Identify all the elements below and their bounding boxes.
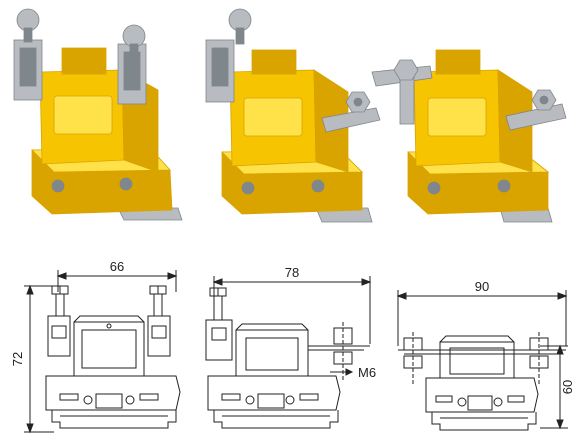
- label-window: [243, 97, 303, 137]
- arrow: [167, 272, 178, 280]
- base-screw-1: [241, 181, 255, 195]
- base-screw-2: [497, 179, 511, 193]
- arrow: [56, 272, 67, 280]
- base-slot: [139, 393, 159, 401]
- clamp-right-inner: [123, 51, 141, 91]
- base-slot: [299, 393, 319, 401]
- base-hole: [125, 395, 135, 405]
- label-window: [427, 97, 487, 137]
- drawing-middle: [205, 276, 372, 429]
- clamp-left-inner: [211, 47, 229, 87]
- base-slot: [221, 393, 241, 401]
- base-block: [95, 393, 123, 409]
- centre-mark: [106, 323, 112, 329]
- stud-nut-left: [393, 59, 419, 81]
- body: [439, 341, 515, 379]
- arrow: [212, 278, 223, 286]
- base-screw-2: [119, 177, 133, 191]
- right-width-label: 90: [475, 279, 489, 294]
- din-rail: [51, 410, 177, 429]
- screw-shank-right: [153, 293, 163, 317]
- arrow: [557, 292, 568, 300]
- arrow: [26, 284, 34, 295]
- middle-width-label: 78: [285, 265, 299, 280]
- body-inner: [449, 347, 505, 375]
- drawing-left: [24, 270, 181, 434]
- photo-row: [13, 8, 567, 223]
- body-top: [235, 323, 309, 331]
- base-block: [257, 393, 285, 409]
- base: [425, 377, 539, 413]
- arrow: [26, 423, 34, 434]
- base-screw-1: [427, 181, 441, 195]
- middle-stud-label: M6: [358, 365, 376, 380]
- base-hole: [83, 395, 93, 405]
- base-hole: [245, 395, 255, 405]
- screw-left-shank: [235, 27, 245, 45]
- clamp-left-inner: [19, 47, 37, 87]
- screw-shank-left: [55, 293, 65, 317]
- stud-nut-hole: [353, 97, 363, 107]
- arrow: [345, 368, 354, 376]
- label-window: [53, 95, 113, 135]
- clamp-left: [47, 315, 71, 357]
- base-screw-2: [311, 179, 325, 193]
- terminal-block-photo-2: [205, 8, 381, 223]
- top-cap: [61, 47, 107, 75]
- base: [207, 375, 341, 411]
- clamp-left-inner: [211, 327, 227, 341]
- left-height-label: 72: [10, 352, 25, 366]
- clamp-right: [147, 315, 171, 357]
- base-screw-1: [51, 179, 65, 193]
- body: [235, 329, 309, 377]
- base-hole: [493, 397, 503, 407]
- dimension-labels: 66 72 78 M6 90 60: [10, 259, 575, 394]
- screw-shank: [213, 295, 223, 321]
- base-slot: [435, 395, 453, 403]
- arrow: [556, 419, 564, 430]
- stud-post-left: [399, 73, 415, 125]
- body-top: [73, 315, 145, 323]
- base-block: [467, 395, 493, 411]
- din-rail: [213, 410, 339, 429]
- base-hole: [457, 397, 467, 407]
- din-rail: [431, 412, 537, 431]
- drawing-right: [396, 290, 568, 431]
- left-width-label: 66: [110, 259, 124, 274]
- drawing-row: [24, 270, 568, 434]
- body-inner: [81, 329, 137, 369]
- screw-right-shank: [129, 43, 139, 57]
- arrow: [361, 278, 372, 286]
- base-hole: [285, 395, 295, 405]
- right-height-label: 60: [560, 380, 575, 394]
- clamp-right-inner: [151, 325, 167, 339]
- arrow: [396, 292, 407, 300]
- top-cap: [251, 49, 297, 75]
- base: [45, 375, 181, 411]
- terminal-block-photo-1: [13, 8, 183, 221]
- stud-nut-hole: [539, 95, 549, 105]
- base-slot: [507, 395, 525, 403]
- base-slot: [59, 393, 79, 401]
- clamp-left: [205, 319, 233, 361]
- clamp-left-inner: [51, 325, 67, 339]
- top-cap: [435, 49, 481, 75]
- body-top: [439, 335, 515, 343]
- screw-left-shank: [23, 27, 33, 43]
- body-inner: [245, 337, 299, 371]
- terminal-block-photo-3: [371, 49, 567, 223]
